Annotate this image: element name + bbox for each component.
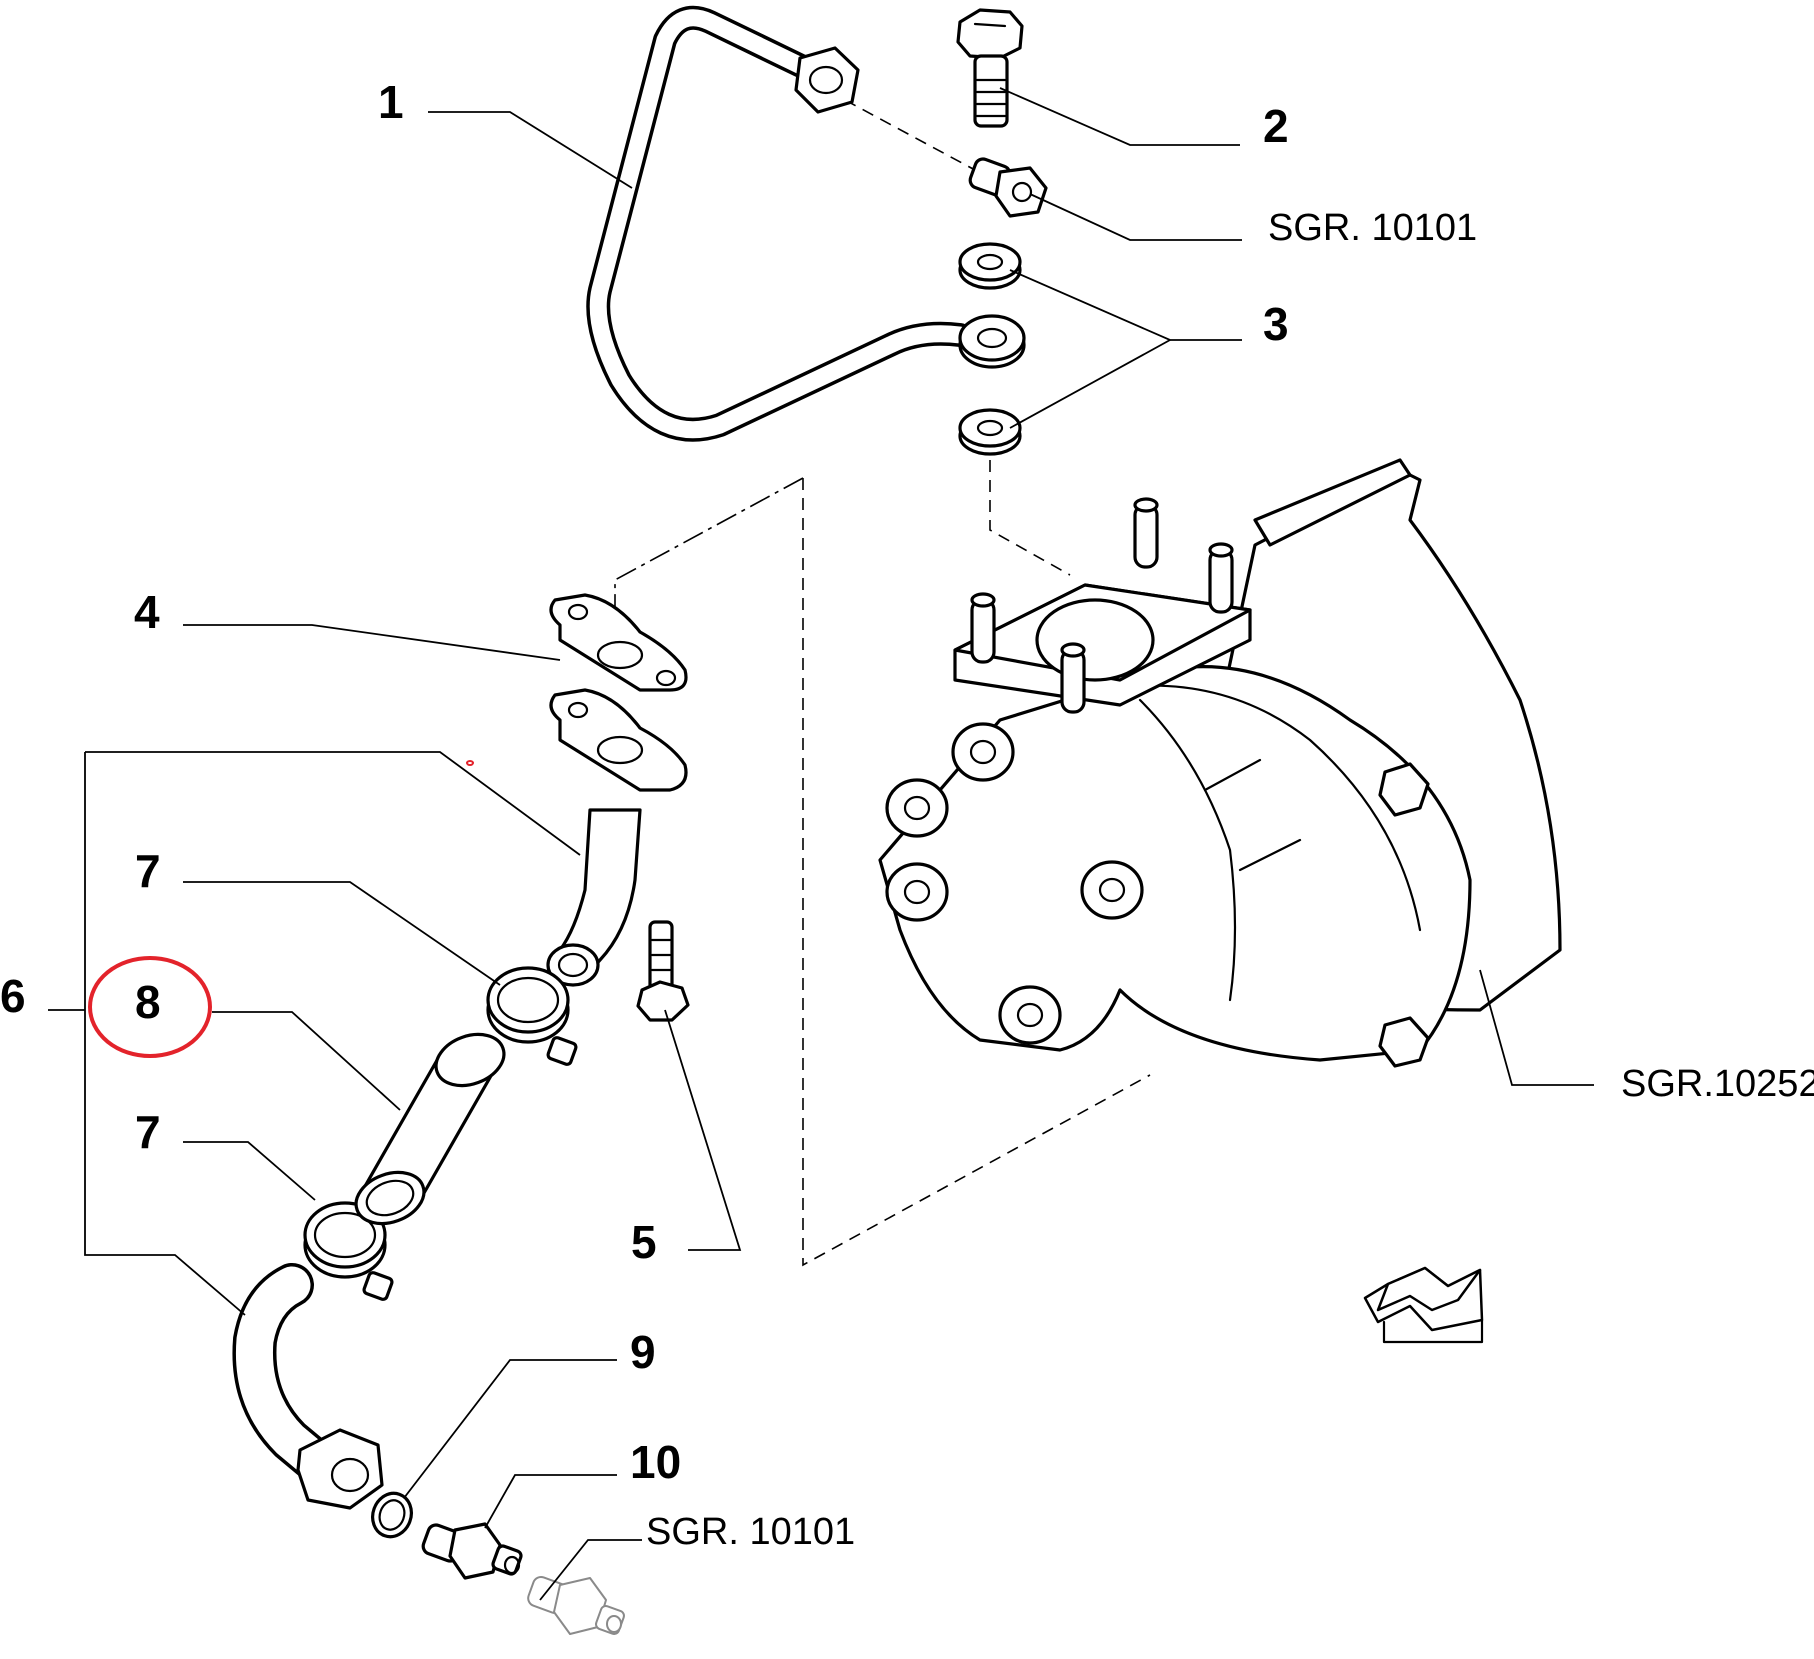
callout-3: 3 bbox=[1263, 298, 1289, 350]
oil-drain-pipe-upper bbox=[546, 688, 688, 987]
reference-fitting-ghost bbox=[527, 1576, 625, 1635]
flange-gasket bbox=[549, 593, 688, 692]
callout-labels: 1 2 3 4 5 6 7 8 7 9 10 bbox=[0, 76, 1289, 1488]
reference-turbo: SGR.10252 bbox=[1621, 1063, 1814, 1105]
oil-drain-pipe-lower bbox=[232, 1263, 384, 1510]
direction-arrow-icon bbox=[1363, 1266, 1484, 1344]
rubber-hose bbox=[354, 1032, 506, 1226]
callout-2: 2 bbox=[1263, 100, 1289, 152]
callout-7-upper: 7 bbox=[135, 845, 161, 897]
oil-feed-pipe bbox=[586, 5, 1026, 442]
callout-4: 4 bbox=[134, 586, 160, 638]
union-fitting-bottom bbox=[421, 1522, 523, 1580]
callout-5: 5 bbox=[631, 1216, 657, 1268]
reference-labels: SGR. 10101 SGR.10252 SGR. 10101 bbox=[646, 207, 1814, 1553]
callout-1: 1 bbox=[378, 76, 404, 128]
leader-lines bbox=[48, 87, 1594, 1601]
callout-6: 6 bbox=[0, 970, 26, 1022]
callout-7-lower: 7 bbox=[135, 1106, 161, 1158]
reference-top: SGR. 10101 bbox=[1268, 207, 1477, 249]
callout-9: 9 bbox=[630, 1326, 656, 1378]
reference-bottom: SGR. 10101 bbox=[646, 1511, 855, 1553]
assembly-lines bbox=[614, 99, 1151, 1267]
callout-10: 10 bbox=[630, 1436, 681, 1488]
o-ring bbox=[371, 1491, 413, 1539]
highlight-circle bbox=[88, 760, 474, 1058]
bolt bbox=[956, 8, 1024, 128]
hose-clamp-upper bbox=[486, 966, 578, 1066]
union-fitting-top bbox=[968, 157, 1048, 218]
flange-bolt bbox=[636, 920, 690, 1022]
callout-8: 8 bbox=[135, 976, 161, 1028]
turbocharger bbox=[878, 458, 1562, 1068]
sealing-washers bbox=[958, 242, 1022, 456]
